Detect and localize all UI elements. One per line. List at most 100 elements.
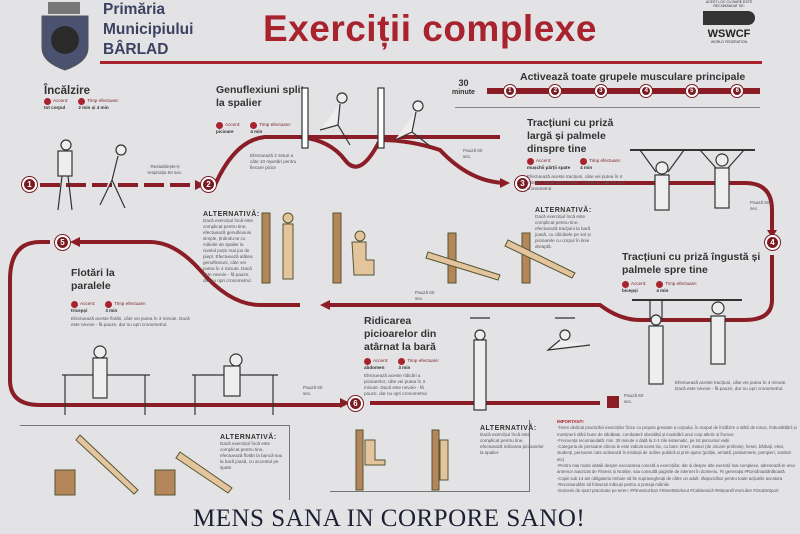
overview-step: 6 [731, 85, 744, 97]
alternative-box: ALTERNATIVĂ: Dacă exercițiul încă este c… [330, 420, 544, 492]
exercise-4: Tracțiuni cu priză îngustă și palmele sp… [622, 251, 772, 294]
exercise-2: Genuflexiuni split la spalier Accent:pic… [216, 84, 306, 135]
alternative-box: ALTERNATIVĂ: Dacă exercițiul încă este c… [20, 425, 290, 500]
time-value: 2 min și 4 min [78, 105, 109, 110]
muscle-icon [71, 301, 78, 308]
stopwatch-icon [105, 301, 113, 308]
time-value: 4 min [656, 288, 669, 293]
wide-pullup-figure-icon [699, 149, 745, 209]
time-label: Timp efectuare: [665, 281, 698, 286]
municipality-line: BÂRLAD [103, 41, 169, 58]
time-label: Timp efectuare: [407, 358, 440, 363]
sponsor-logo: ACEST LOC CU BARE ESTE RECOMANDAT DE: WS… [697, 0, 761, 44]
exercise-note: Efectuează aceste flotări, câte vei pute… [71, 315, 190, 327]
important-line: -Recomandăm să folosești mănuși pentru a… [557, 481, 670, 487]
warmup-figure-icon [57, 139, 73, 211]
accent-value: bicepși [622, 288, 638, 293]
overview-heading: Activează toate grupele musculare princi… [520, 71, 746, 83]
alternative-text: Dacă exercițiul încă este complicat pent… [480, 432, 544, 455]
important-line: -Frecvența recomandată: min. 30 minute o… [557, 437, 730, 443]
stopwatch-icon [78, 98, 86, 105]
time-label: Timp efectuare: [114, 301, 147, 306]
step-badge-2: 2 [201, 177, 216, 192]
exercise-note: Efectuează aceste tracțiuni, câte vei pu… [675, 380, 787, 391]
accent-value: abdomen [364, 365, 385, 370]
muscle-icon [622, 281, 629, 288]
overview-steps: 1 2 3 4 5 6 [487, 85, 760, 97]
alternative-box: ALTERNATIVĂ: Dacă exercițiul încă este c… [535, 207, 597, 250]
muscle-icon [216, 122, 223, 129]
exercise-note: Efectuează 2 seturi a câte 10 repetări p… [250, 153, 297, 170]
important-line: -Copiii sub 14 ani obligatoriu trebuie s… [557, 475, 783, 481]
title-divider [100, 61, 762, 64]
alternative-box: ALTERNATIVĂ: Dacă exercițiul încă este c… [200, 208, 260, 287]
time-value: 3 min [398, 365, 411, 370]
time-value: 4 min [580, 165, 593, 170]
important-line: -Categoria de persoane cărora le este in… [557, 444, 792, 462]
important-notes: IMPORTANT! -Teren dedicat practicării ex… [557, 419, 797, 495]
sponsor-name: WSWCF [707, 28, 751, 40]
dip-figure-icon [62, 345, 150, 415]
time-value: 3 min [105, 308, 118, 313]
time-value: 4 min [250, 129, 263, 134]
alternative-text: Dacă exercițiul încă este complicat pent… [203, 218, 254, 283]
accent-label: Accent: [373, 358, 389, 363]
accent-label: Accent: [536, 158, 552, 163]
exercise-meta: Accent: mușchii părții spate Timp efectuar… [527, 158, 627, 171]
pause-label: Pauză 60 sec. [750, 200, 770, 211]
time-label: Timp efectuare: [589, 158, 621, 163]
split-squat-figure-icon [301, 87, 351, 149]
accent-value: picioare [216, 129, 234, 134]
stopwatch-icon [656, 281, 664, 288]
pause-label: Pauză 60 sec. [303, 385, 323, 396]
overview-step: 5 [685, 85, 698, 97]
accent-value: mușchii părții spate [527, 165, 571, 170]
overview-progress-bar [487, 88, 760, 94]
step-badge-5: 5 [55, 235, 70, 250]
alt-bench-dip-figure-icon [54, 434, 233, 496]
exercise-title: Încălzire [44, 85, 91, 97]
pause-label: Pauză 60 sec. [415, 290, 435, 301]
exercise-meta: Accent: tricepși Timp efectuare: 3 min [71, 301, 191, 314]
overview-step: 2 [549, 85, 562, 97]
important-heading: IMPORTANT! [557, 419, 584, 424]
step-badge-4: 4 [765, 235, 780, 250]
exercise-note: Efectuează aceste ridicări a picioarelor… [364, 372, 428, 396]
muscle-icon [364, 358, 371, 365]
accent-value: tricepși [71, 308, 88, 313]
exercise-title: Tracțiuni cu priză largă și palmele dins… [527, 117, 614, 155]
duration-value: 30 [458, 78, 469, 88]
wide-pullup-figure-icon [639, 149, 685, 211]
split-squat-figure-icon [377, 87, 431, 149]
time-label: Timp efectuare: [87, 98, 120, 103]
runner-figure-icon [99, 144, 127, 209]
alternative-heading: ALTERNATIVĂ: [480, 425, 537, 432]
accent-label: Accent: [80, 301, 96, 306]
exercise-title: Genuflexiuni split la spalier [216, 84, 305, 109]
stopwatch-icon [580, 158, 588, 165]
time-label: Timp efectuare: [259, 122, 292, 127]
bar-athlete-icon [703, 11, 755, 25]
dip-figure-icon [192, 353, 278, 415]
municipality-line: Primăria [103, 1, 166, 18]
rest-note: Restabilește-ți respirația 60 sec. [147, 164, 183, 175]
alt-row-figure-icon [425, 239, 576, 281]
important-line: -Pentru mai multe detalii despre executa… [557, 463, 795, 475]
overview-step: 1 [503, 85, 516, 97]
alternative-text: Dacă exercițiul încă este complicat pent… [220, 441, 283, 470]
pause-label: Pauză 60 sec. [624, 393, 644, 404]
sponsor-sub: WORLD FEDERATION [710, 40, 748, 44]
alt-leg-raise-figure-icon [364, 439, 449, 481]
pause-label: Pauză 60 sec. [463, 148, 483, 159]
sponsor-line: ACEST LOC CU BARE ESTE RECOMANDAT DE: [705, 0, 753, 8]
overview-step: 4 [640, 85, 653, 97]
exercise-title: Ridicarea picioarelor din atârnat la bar… [364, 315, 437, 353]
exercise-note: Efectuează aceste tracțiuni, câte vei pu… [527, 173, 626, 191]
alternative-heading: ALTERNATIVĂ: [220, 434, 277, 441]
step-badge-1: 1 [22, 177, 37, 192]
